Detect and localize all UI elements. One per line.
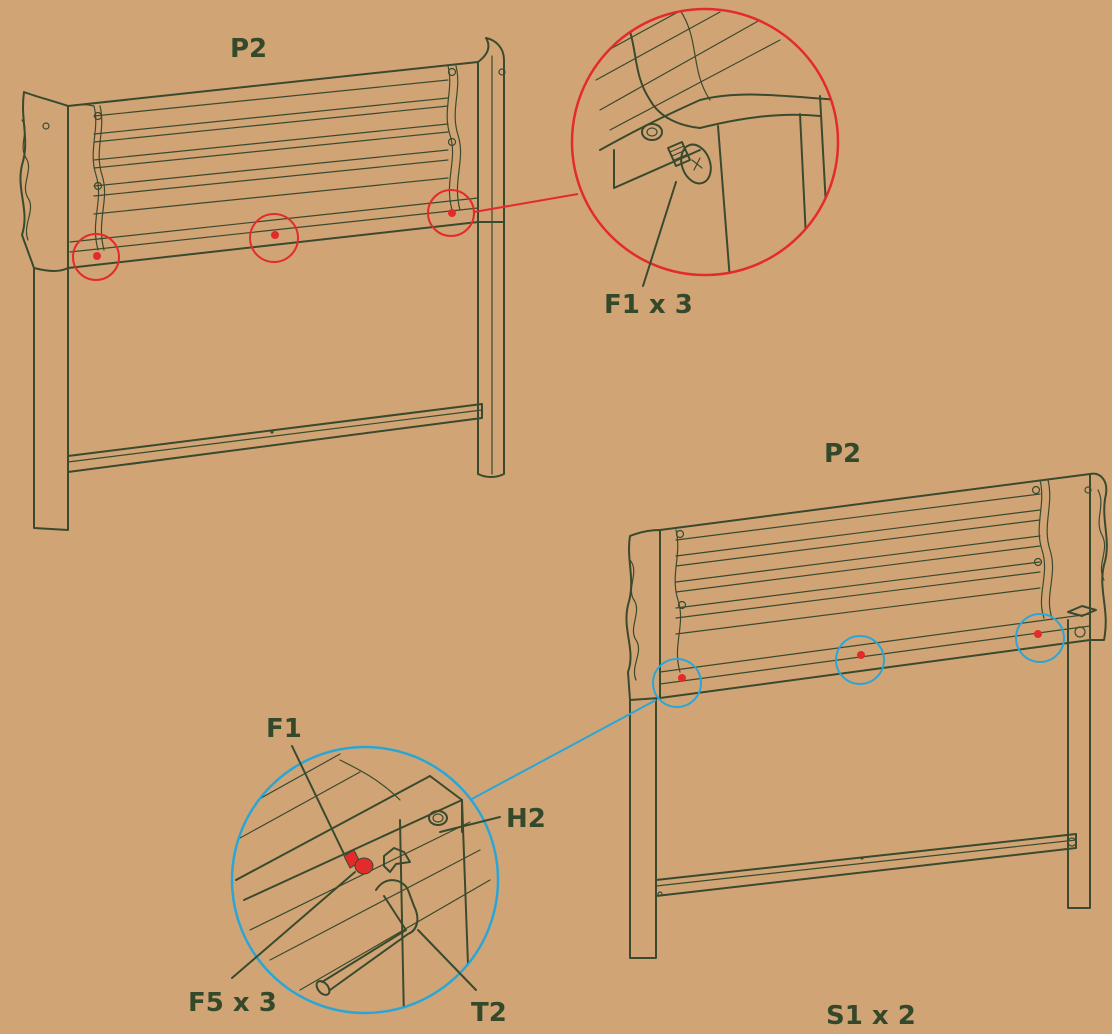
label-top-callout: F1 x 3 bbox=[604, 290, 693, 320]
top-left-post bbox=[33, 267, 69, 531]
top-zoom-callout bbox=[570, 7, 840, 287]
top-right-end-sheet bbox=[477, 37, 505, 223]
bottom-zoom-callout bbox=[230, 745, 501, 1015]
label-f5: F5 x 3 bbox=[188, 988, 277, 1018]
bottom-bottom-rail bbox=[655, 833, 1077, 897]
label-bottom-panel: P2 bbox=[824, 439, 862, 469]
label-t2: T2 bbox=[471, 998, 507, 1028]
top-panel-drawing bbox=[19, 37, 506, 531]
top-sheet-top-edge bbox=[67, 61, 479, 107]
top-right-post bbox=[477, 221, 505, 478]
bottom-left-post bbox=[629, 697, 657, 959]
bottom-highlights bbox=[469, 613, 1065, 801]
top-left-end-sheet bbox=[19, 91, 69, 272]
bottom-left-end-sheet bbox=[625, 529, 661, 701]
top-highlights bbox=[72, 189, 579, 281]
label-top-panel: P2 bbox=[230, 34, 268, 64]
bottom-right-end-sheet bbox=[1089, 472, 1108, 641]
bottom-right-post bbox=[1067, 619, 1091, 909]
bottom-panel-drawing bbox=[625, 472, 1108, 959]
top-sheet-bottom-edge bbox=[67, 221, 479, 269]
label-h2: H2 bbox=[506, 804, 546, 834]
top-bottom-rail bbox=[67, 403, 483, 473]
label-f1: F1 bbox=[266, 714, 302, 744]
label-s1: S1 x 2 bbox=[826, 1001, 916, 1031]
